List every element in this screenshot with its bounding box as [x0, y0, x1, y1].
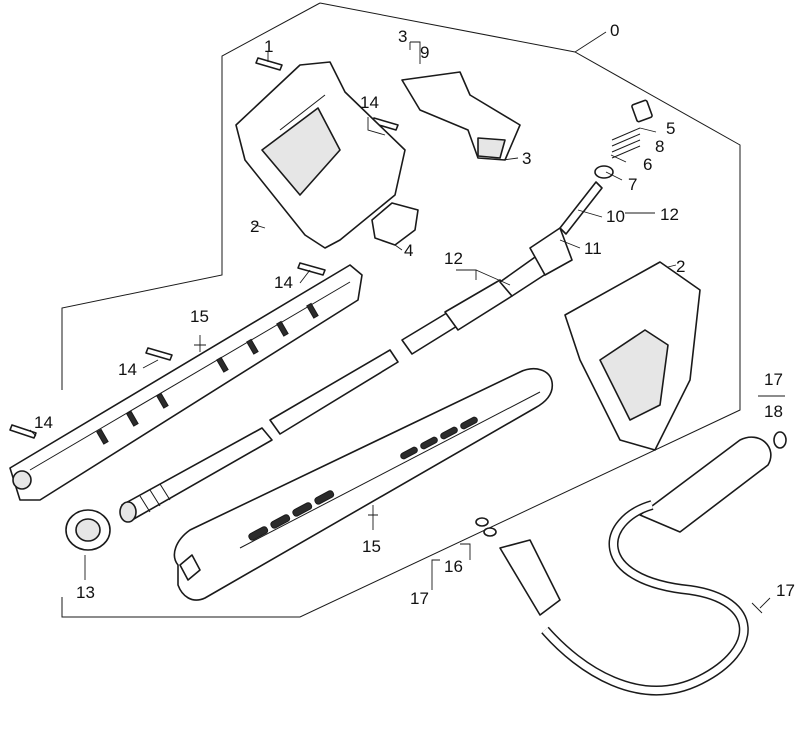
callout-16: 16 [444, 557, 463, 576]
callout-labels: 0 1 2 2 3 3 4 5 6 7 8 9 10 11 12 12 13 1… [34, 21, 795, 608]
callout-3b: 3 [522, 149, 531, 168]
screws [9, 57, 399, 439]
lance-tube [173, 368, 554, 601]
callout-13: 13 [76, 583, 95, 602]
callout-4: 4 [404, 241, 413, 260]
valve-parts [529, 99, 653, 276]
hose-assembly [475, 431, 787, 696]
callout-2b: 2 [676, 257, 685, 276]
callout-10: 10 [606, 207, 625, 226]
callout-1: 1 [264, 37, 273, 56]
callout-12a: 12 [444, 249, 463, 268]
rear-housing [235, 61, 406, 249]
callout-8: 8 [655, 137, 664, 156]
callout-18: 18 [764, 402, 783, 421]
callout-3a: 3 [398, 27, 407, 46]
callout-14d: 14 [34, 413, 53, 432]
callout-17c: 17 [776, 581, 795, 600]
callout-6: 6 [643, 155, 652, 174]
nozzle-ring [65, 509, 111, 551]
callout-14a: 14 [360, 93, 379, 112]
callout-2a: 2 [250, 217, 259, 236]
inner-pipe [119, 249, 556, 523]
trigger-housing [564, 261, 701, 451]
clip [371, 202, 419, 246]
callout-15a: 15 [190, 307, 209, 326]
left-shell [9, 264, 363, 501]
callout-5: 5 [666, 119, 675, 138]
callout-14b: 14 [274, 273, 293, 292]
callout-0: 0 [610, 21, 619, 40]
leader-lines [29, 31, 785, 614]
callout-7: 7 [628, 175, 637, 194]
callout-15b: 15 [362, 537, 381, 556]
callout-17b: 17 [764, 370, 783, 389]
callout-11: 11 [584, 239, 602, 258]
callout-9: 9 [420, 43, 429, 62]
callout-14c: 14 [118, 360, 137, 379]
bracket [401, 71, 521, 161]
callout-17a: 17 [410, 589, 429, 608]
callout-12b: 12 [660, 205, 679, 224]
